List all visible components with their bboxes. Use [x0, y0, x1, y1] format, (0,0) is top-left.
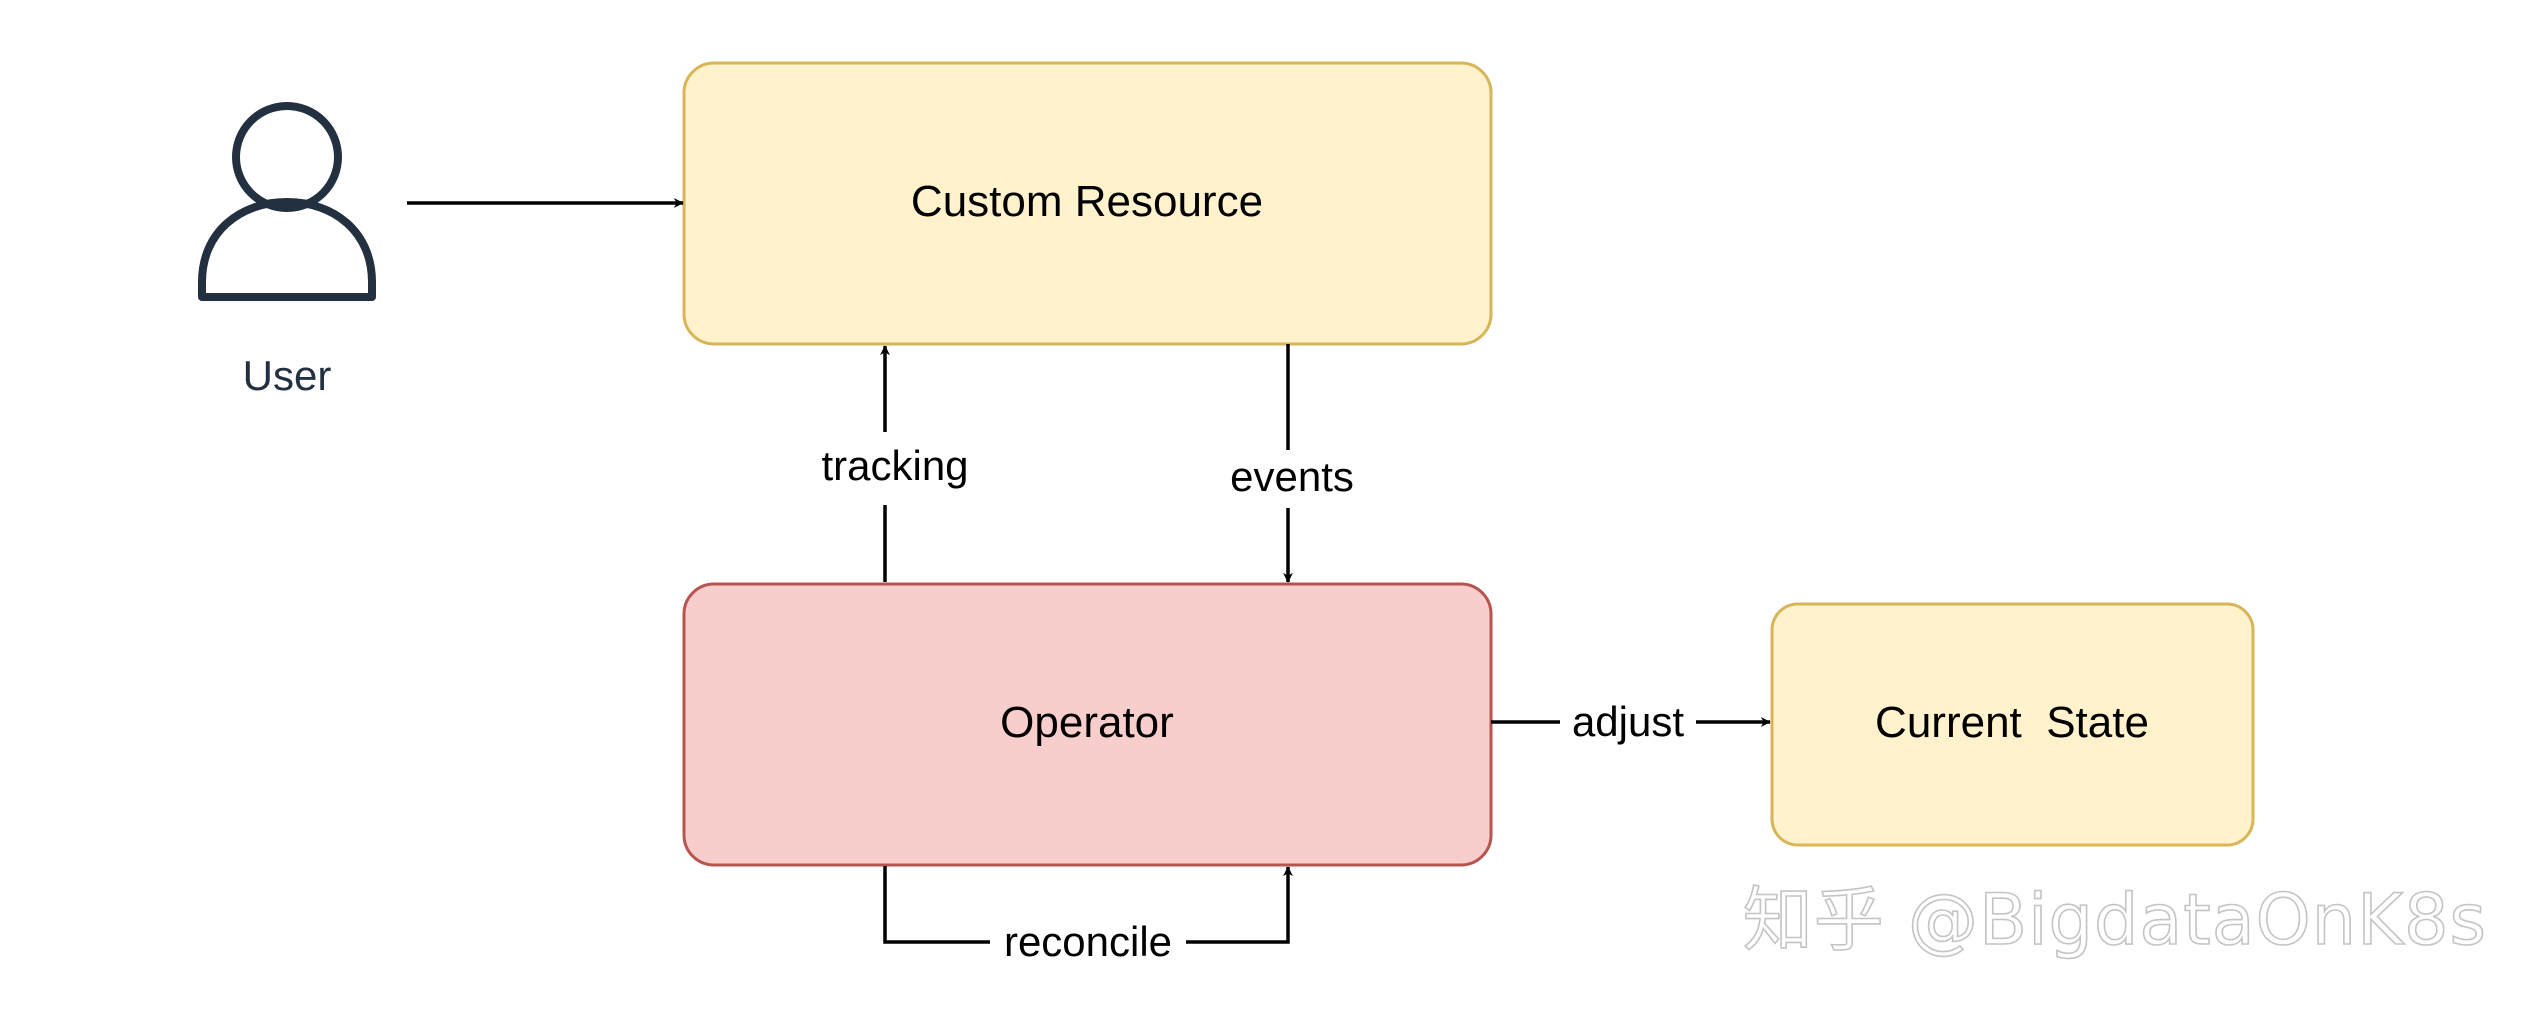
tracking-label: tracking — [821, 442, 968, 489]
reconcile-label: reconcile — [1004, 918, 1172, 965]
user-icon — [198, 102, 376, 301]
custom-resource-node: Custom Resource — [682, 61, 1493, 346]
adjust-edge: adjust — [1491, 698, 1771, 745]
adjust-label: adjust — [1572, 698, 1684, 745]
operator-label: Operator — [1000, 698, 1174, 747]
current-state-label: Current State — [1875, 698, 2149, 747]
watermark: 知乎 @BigdataOnK8s — [1743, 879, 2487, 961]
events-label: events — [1230, 453, 1354, 500]
operator-node: Operator — [682, 582, 1493, 867]
custom-resource-label: Custom Resource — [911, 177, 1263, 226]
tracking-edge: tracking — [821, 345, 969, 582]
user-label: User — [243, 352, 332, 399]
events-edge: events — [1230, 344, 1354, 583]
current-state-node: Current State — [1770, 602, 2255, 847]
reconcile-edge: reconcile — [883, 866, 1293, 965]
